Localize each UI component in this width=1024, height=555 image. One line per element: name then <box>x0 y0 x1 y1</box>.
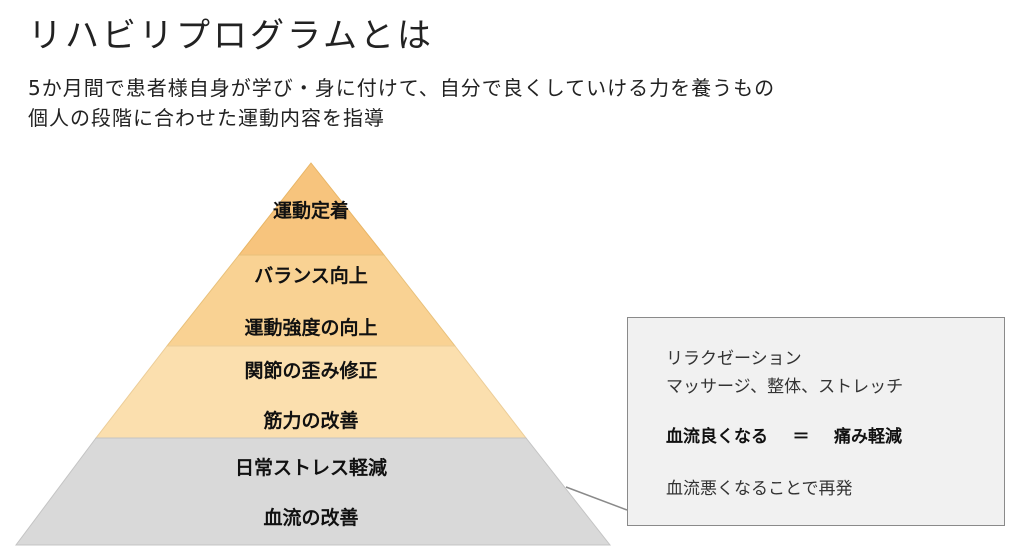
note-bloodflow-equation: 血流良くなる ＝ 痛み軽減 <box>666 422 902 447</box>
tier2-label-2: 運動強度の向上 <box>244 316 377 339</box>
callout-connector-line <box>565 486 628 511</box>
tier3-label-2: 筋力の改善 <box>263 409 358 432</box>
note-pain-relief: 痛み軽減 <box>834 427 902 447</box>
tier4-label-2: 血流の改善 <box>263 506 358 529</box>
tier3-label-1: 関節の歪み修正 <box>244 359 377 382</box>
note-relaxation: リラクゼーション <box>666 349 802 369</box>
page-title: リハビリプログラムとは <box>28 16 434 56</box>
callout-box <box>627 317 1005 526</box>
note-relapse: 血流悪くなることで再発 <box>666 479 853 499</box>
subtitle-line-1: 5か月間で患者様自身が学び・身に付けて、自分で良くしていける力を養うもの <box>28 76 776 100</box>
note-equals-sign: ＝ <box>792 427 810 447</box>
tier4-label-1: 日常ストレス軽減 <box>235 456 387 479</box>
note-bloodflow-better: 血流良くなる <box>666 427 768 447</box>
tier2-label-1: バランス向上 <box>254 264 368 287</box>
note-treatments: マッサージ、整体、ストレッチ <box>666 377 904 397</box>
tier1-label: 運動定着 <box>273 199 349 222</box>
subtitle-line-2: 個人の段階に合わせた運動内容を指導 <box>28 106 385 130</box>
pyramid-tier-4 <box>15 437 612 546</box>
